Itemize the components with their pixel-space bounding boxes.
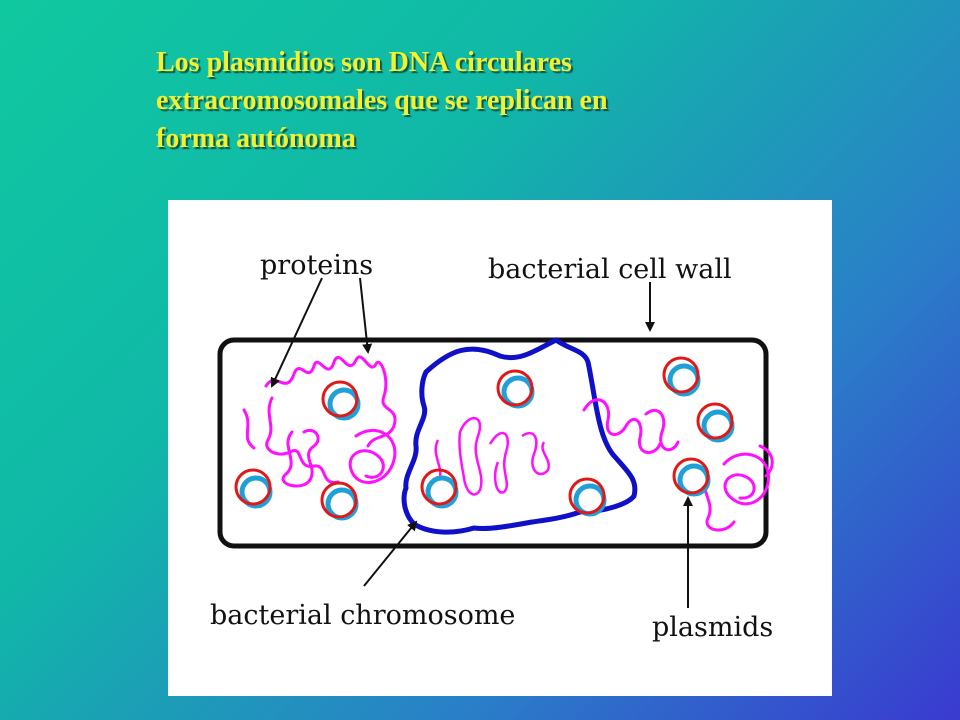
proteins [242,355,774,532]
label-plasmids: plasmids [652,612,773,643]
slide-title: Los plasmidios son DNA circulares extrac… [156,44,876,158]
title-line-2: extracromosomales que se replican en [156,85,608,116]
chromosome-arrow [363,520,418,587]
plasmid [320,481,359,521]
label-proteins: proteins [260,250,373,281]
bacterial-chromosome [401,337,638,535]
title-line-1: Los plasmidios son DNA circulares [156,47,572,78]
plasmid [420,468,459,509]
label-chromosome: bacterial chromosome [210,600,515,631]
bacteria-diagram: proteins bacterial cell wall bacterial c… [210,250,774,643]
plasmid [321,380,361,421]
plasmids [234,356,735,521]
pointer-arrows [270,277,693,608]
plasmid [234,468,273,509]
title-line-3: forma autónoma [156,123,356,154]
bacteria-diagram-panel: proteins bacterial cell wall bacterial c… [168,200,832,696]
plasmid [568,477,607,517]
proteins-arrow-1 [270,277,323,388]
plasmid [662,356,701,397]
cell-wall [217,337,769,549]
plasmid [496,369,535,409]
label-cell-wall: bacterial cell wall [488,254,732,285]
plasmid [696,402,735,443]
proteins-arrow-2 [359,277,373,354]
plasmid [672,457,711,497]
